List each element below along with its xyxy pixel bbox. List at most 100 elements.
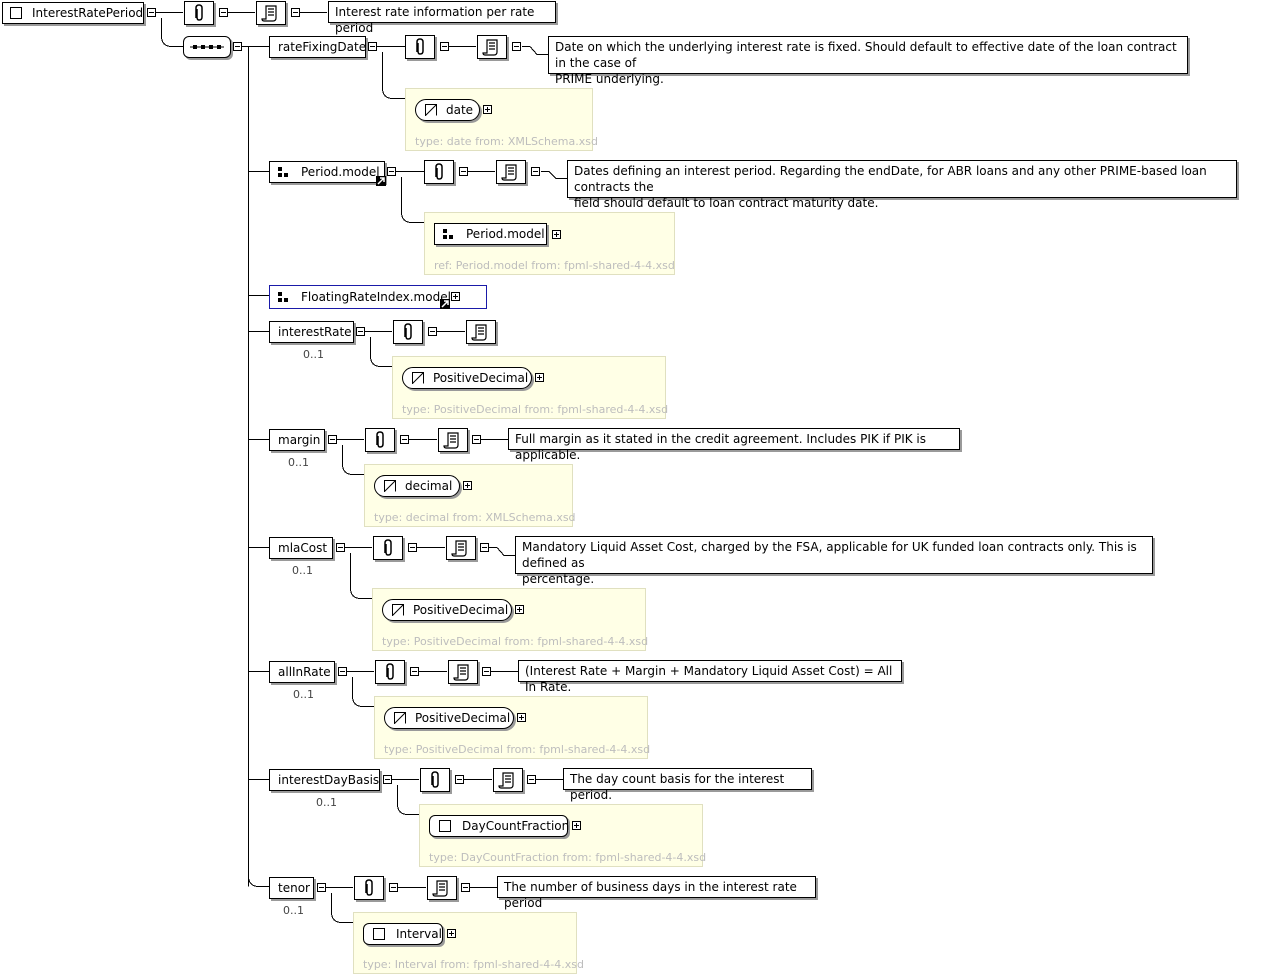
documentation-button[interactable] (446, 536, 476, 560)
collapse-toggle[interactable] (356, 327, 365, 336)
annotation-button[interactable] (354, 876, 384, 900)
documentation-button[interactable] (496, 160, 526, 184)
scroll-icon (501, 164, 517, 181)
collapse-toggle[interactable] (531, 167, 540, 176)
collapse-toggle[interactable] (480, 543, 489, 552)
element-label: allInRate (278, 665, 331, 679)
collapse-toggle[interactable] (336, 543, 345, 552)
collapse-toggle[interactable] (219, 8, 228, 17)
simple-type-icon (412, 372, 424, 384)
type-pill[interactable]: decimal (374, 475, 460, 497)
expand-toggle[interactable] (535, 373, 544, 382)
type-complex-box[interactable]: DayCountFraction (429, 815, 570, 837)
documentation-tenor: The number of business days in the inter… (497, 876, 816, 910)
annotation-button[interactable] (184, 1, 214, 25)
expand-toggle[interactable] (483, 105, 492, 114)
documentation-allInRate: (Interest Rate + Margin + Mandatory Liqu… (518, 660, 902, 694)
collapse-toggle[interactable] (317, 883, 326, 892)
annotation-button[interactable] (373, 536, 403, 560)
collapse-toggle[interactable] (512, 42, 521, 51)
simple-type-icon (392, 604, 404, 616)
scroll-icon (261, 5, 277, 22)
collapse-toggle[interactable] (459, 167, 468, 176)
complex-type-icon (439, 820, 451, 832)
type-ref-box[interactable]: Period.model (434, 223, 547, 245)
element-rateFixingDate[interactable]: rateFixingDate (269, 36, 366, 58)
collapse-toggle[interactable] (428, 327, 437, 336)
collapse-toggle[interactable] (410, 667, 419, 676)
collapse-toggle[interactable] (291, 8, 300, 17)
element-tenor[interactable]: tenor (269, 877, 314, 899)
collapse-toggle[interactable] (461, 883, 470, 892)
expand-toggle[interactable] (552, 230, 561, 239)
expand-toggle[interactable] (451, 292, 460, 301)
annotation-button[interactable] (375, 660, 405, 684)
simple-type-icon (384, 480, 396, 492)
collapse-toggle[interactable] (455, 775, 464, 784)
collapse-toggle[interactable] (527, 775, 536, 784)
type-pill-label: PositiveDecimal (415, 711, 511, 725)
expand-toggle[interactable] (517, 713, 526, 722)
type-pill[interactable]: PositiveDecimal (382, 599, 512, 621)
sequence-compositor[interactable] (183, 36, 231, 58)
element-interestDayBasis[interactable]: interestDayBasis (269, 769, 380, 791)
expand-toggle[interactable] (447, 929, 456, 938)
element-allInRate[interactable]: allInRate (269, 661, 335, 683)
type-complex-label: Interval (396, 927, 442, 941)
annotation-button[interactable] (424, 160, 454, 184)
element-margin[interactable]: margin (269, 429, 325, 451)
annotation-button[interactable] (420, 768, 450, 792)
expand-toggle[interactable] (515, 605, 524, 614)
type-pill[interactable]: PositiveDecimal (384, 707, 514, 729)
type-box: DayCountFraction type: DayCountFraction … (419, 804, 706, 867)
scroll-icon (432, 880, 448, 897)
collapse-toggle[interactable] (400, 435, 409, 444)
annotation-button[interactable] (393, 320, 423, 344)
documentation-button[interactable] (256, 1, 286, 25)
documentation-button[interactable] (448, 660, 478, 684)
collapse-toggle[interactable] (338, 667, 347, 676)
scroll-icon (482, 39, 498, 56)
collapse-toggle[interactable] (387, 167, 396, 176)
root-documentation-text: Interest rate information per rate perio… (335, 5, 535, 35)
documentation-button[interactable] (493, 768, 523, 792)
collapse-toggle[interactable] (389, 883, 398, 892)
type-ref-label: Period.model (466, 227, 545, 241)
collapse-toggle[interactable] (147, 8, 156, 17)
collapse-toggle[interactable] (408, 543, 417, 552)
collapse-toggle[interactable] (328, 435, 337, 444)
documentation-button[interactable] (477, 35, 507, 59)
element-Period-model[interactable]: Period.model (269, 161, 386, 186)
element-mlaCost[interactable]: mlaCost (269, 537, 333, 559)
documentation-button[interactable] (466, 320, 496, 344)
collapse-toggle[interactable] (233, 42, 242, 51)
annotation-button[interactable] (365, 428, 395, 452)
collapse-toggle[interactable] (368, 42, 377, 51)
documentation-button[interactable] (427, 876, 457, 900)
root-element[interactable]: InterestRatePeriod (2, 2, 144, 24)
type-info: type: PositiveDecimal from: fpml-shared-… (384, 743, 651, 756)
collapse-toggle[interactable] (482, 667, 491, 676)
expand-toggle[interactable] (463, 481, 472, 490)
model-group-icon (443, 229, 454, 240)
collapse-toggle[interactable] (472, 435, 481, 444)
documentation-margin: Full margin as it stated in the credit a… (508, 428, 960, 462)
annotation-button[interactable] (405, 35, 435, 59)
element-label: Period.model (301, 165, 380, 179)
expand-toggle[interactable] (572, 821, 581, 830)
scroll-icon (451, 540, 467, 557)
type-complex-label: DayCountFraction (462, 819, 570, 833)
type-pill-label: PositiveDecimal (413, 603, 509, 617)
element-interestRate[interactable]: interestRate (269, 321, 354, 343)
documentation-line: Mandatory Liquid Asset Cost, charged by … (522, 540, 1137, 570)
collapse-toggle[interactable] (440, 42, 449, 51)
occurrence-label: 0..1 (288, 456, 309, 469)
type-pill[interactable]: PositiveDecimal (402, 367, 532, 389)
collapse-toggle[interactable] (383, 775, 392, 784)
documentation-line: percentage. (522, 572, 595, 586)
type-complex-box[interactable]: Interval (363, 923, 443, 945)
element-FloatingRateIndex-model[interactable]: FloatingRateIndex.model (269, 285, 487, 309)
documentation-button[interactable] (438, 428, 468, 452)
type-pill[interactable]: date (415, 99, 480, 121)
paperclip-icon (376, 431, 384, 448)
